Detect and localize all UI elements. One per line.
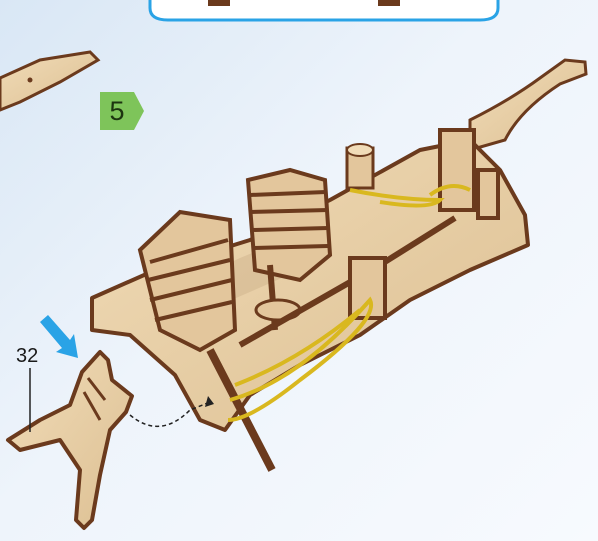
step-number: 5 bbox=[100, 92, 134, 130]
previous-step-callout bbox=[150, 0, 498, 20]
cylinder-stack-right bbox=[248, 170, 330, 280]
spare-part-top-left bbox=[0, 52, 98, 110]
frame-tail bbox=[470, 60, 586, 150]
part-number-label: 32 bbox=[16, 345, 38, 368]
down-right-arrow-icon bbox=[40, 315, 78, 358]
part-32 bbox=[8, 352, 132, 528]
